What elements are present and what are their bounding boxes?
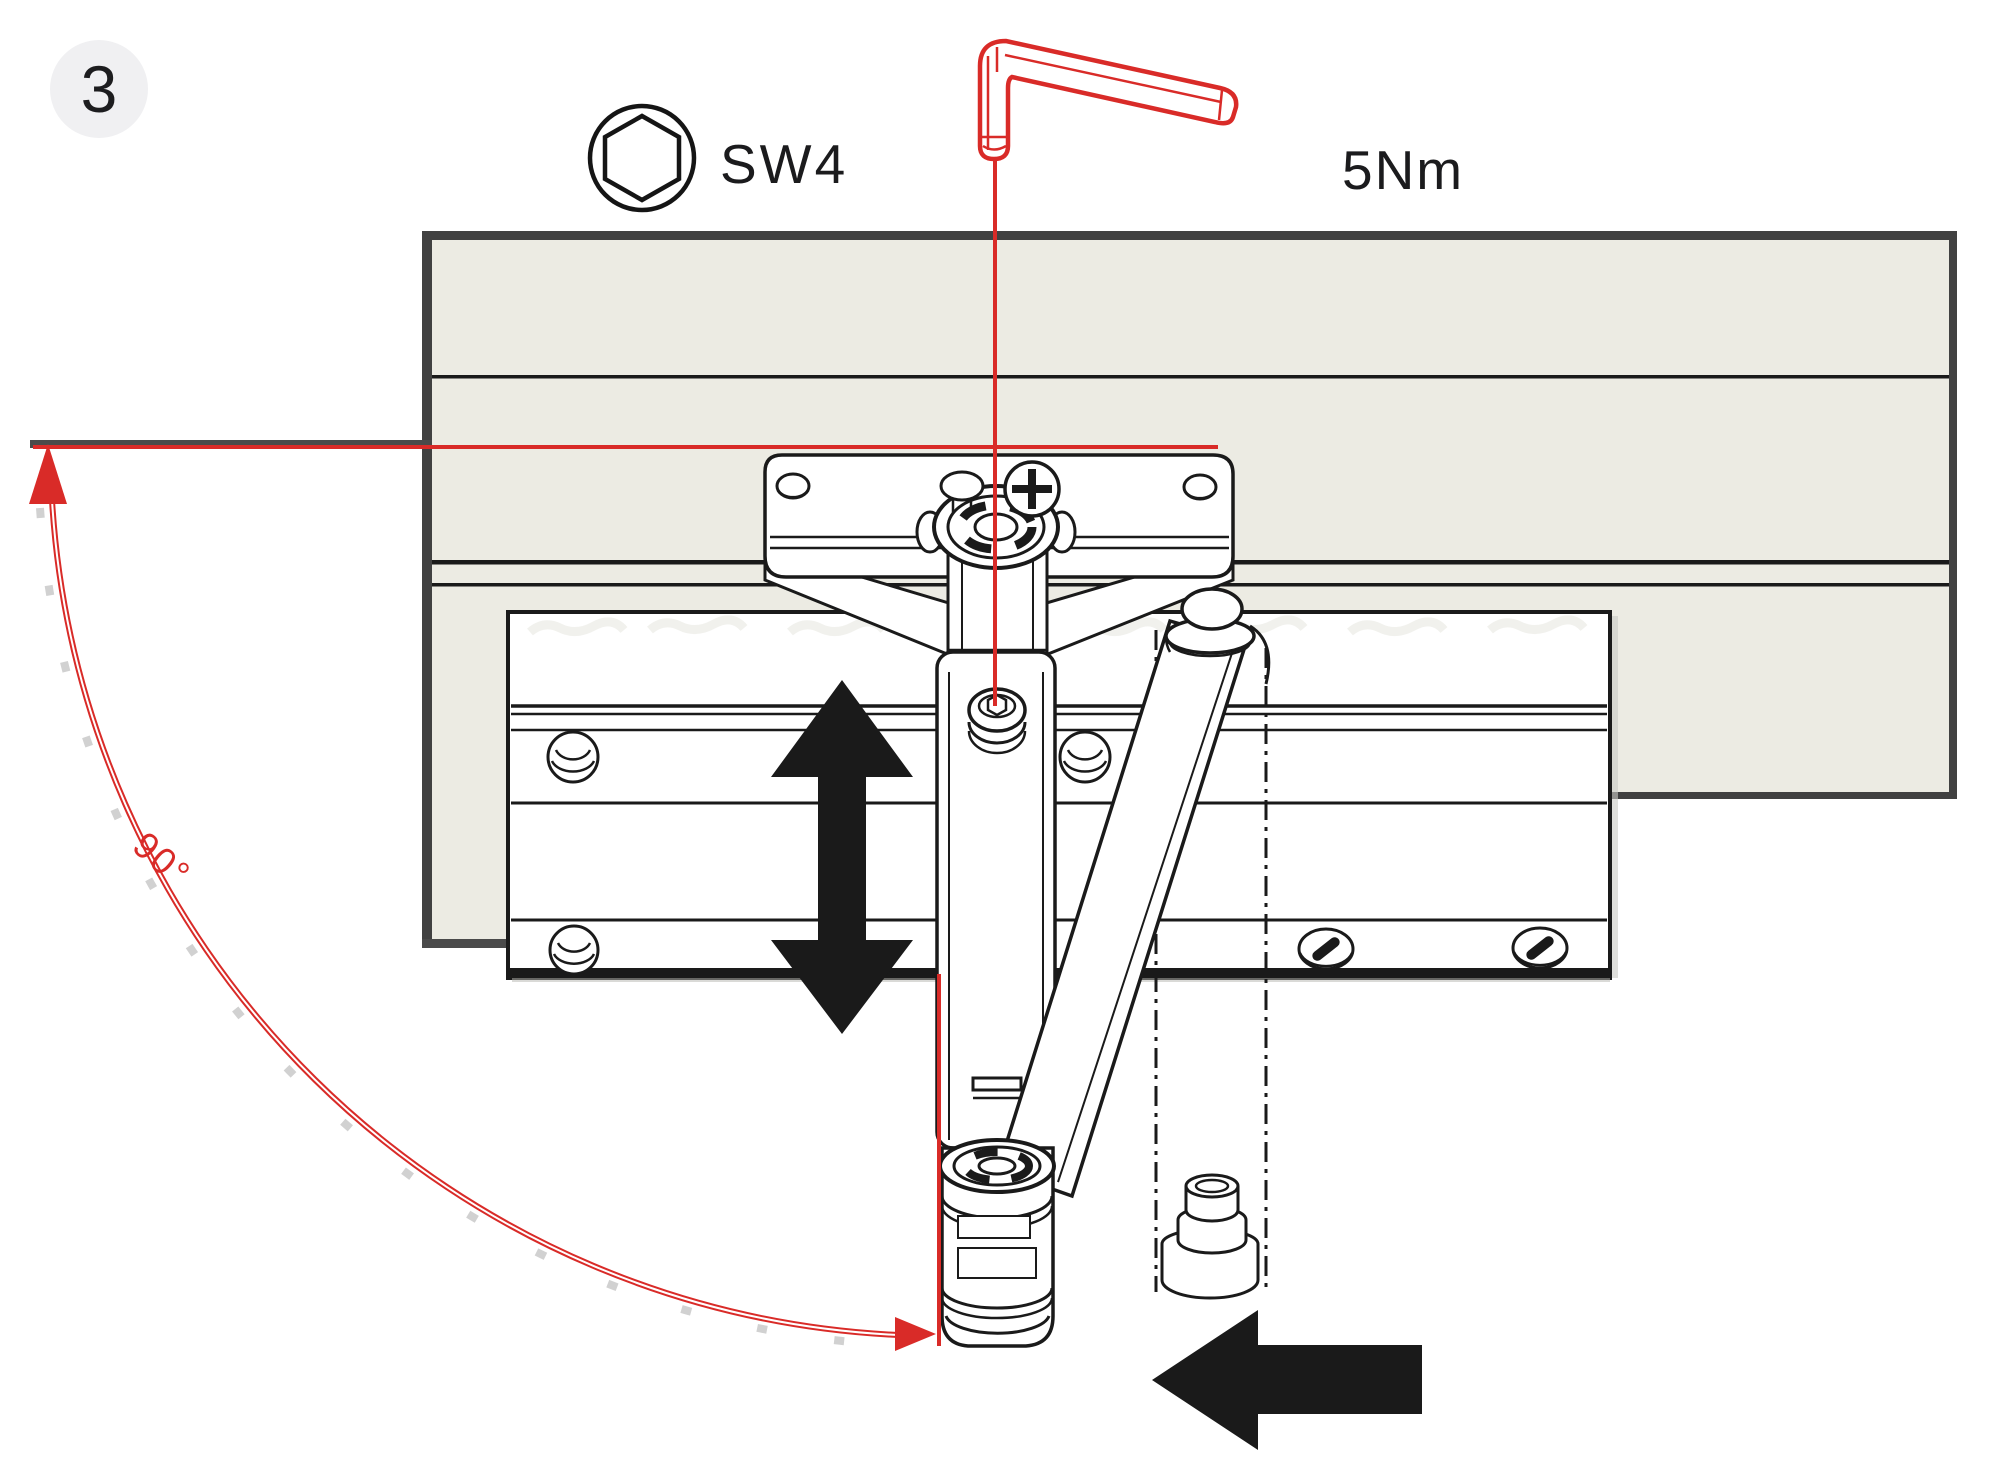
- step-badge: 3: [50, 40, 148, 138]
- allen-key-icon: [977, 38, 1239, 706]
- valve-knob: [939, 470, 985, 514]
- door-panel: [506, 610, 1618, 982]
- vertical-guide-line: [937, 974, 941, 1346]
- slotted-screw-icon: [1511, 926, 1569, 970]
- torque-label: 5Nm: [1342, 139, 1465, 201]
- guide-shadow-bar: [30, 440, 432, 448]
- rod-ball-pivot: [1164, 587, 1271, 685]
- ball-screw-icon: [548, 924, 600, 976]
- move-vertical-arrow: [771, 680, 913, 1034]
- swing-up-arrowhead: [29, 444, 67, 504]
- slide-rail: [511, 704, 1607, 922]
- plate-screw-hole: [775, 472, 811, 500]
- alignment-guides: [29, 440, 1218, 1351]
- push-left-arrow: [1152, 1310, 1422, 1450]
- rail-screws: [546, 730, 1569, 976]
- horizontal-guide-line: [33, 445, 1218, 449]
- phillips-screw-icon: [1003, 460, 1061, 518]
- frame-right-edge: [1949, 233, 1957, 798]
- slotted-screw-icon: [1297, 927, 1355, 971]
- ball-screw-icon: [546, 730, 600, 784]
- frame-left-edge: [422, 231, 432, 948]
- centerline: [1154, 630, 1268, 1292]
- closer-arm: [935, 650, 1057, 1150]
- arm-slot: [971, 1076, 1023, 1092]
- hex-socket-icon: [584, 102, 700, 214]
- step-number: 3: [80, 52, 118, 126]
- frame-top-edge: [422, 231, 1957, 240]
- hex-socket-detail: [986, 693, 1008, 717]
- tool-axis-line: [993, 154, 997, 706]
- plate-screw-hole: [1182, 473, 1218, 501]
- closer-foot: [938, 1138, 1056, 1348]
- foot-bearing: [938, 1138, 1056, 1194]
- direction-arrows: [771, 680, 1422, 1450]
- hex-size-label: SW4: [720, 133, 849, 195]
- ball-stud-pin: [1160, 1173, 1260, 1300]
- swing-right-arrowhead: [895, 1317, 936, 1351]
- ball-screw-icon: [1058, 730, 1112, 784]
- adjustment-screw: [967, 687, 1027, 755]
